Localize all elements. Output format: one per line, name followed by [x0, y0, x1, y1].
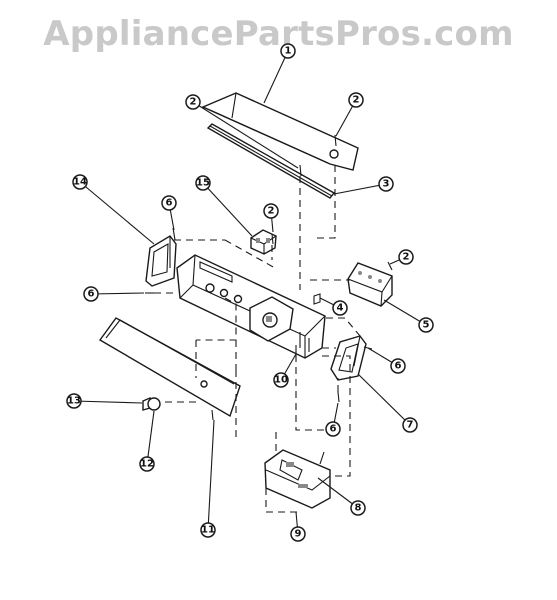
callout-label: 10 [274, 375, 288, 386]
callout-label: 13 [67, 396, 81, 407]
callout-label: 6 [88, 289, 95, 300]
part-console-panel[interactable] [176, 254, 326, 359]
callout-5[interactable]: 5 [418, 317, 434, 333]
callout-label: 2 [190, 97, 197, 108]
callout-13[interactable]: 13 [66, 393, 82, 409]
callout-label: 2 [403, 252, 410, 263]
callout-6[interactable]: 6 [390, 358, 406, 374]
callout-10[interactable]: 10 [273, 372, 289, 388]
callout-3[interactable]: 3 [378, 176, 394, 192]
part-timer-control[interactable] [347, 262, 393, 307]
callout-label: 12 [140, 459, 154, 470]
screw-group [145, 134, 393, 421]
callout-label: 2 [268, 206, 275, 217]
part-front-panel[interactable] [98, 317, 241, 418]
watermark-text: AppliancePartsPros.com [43, 14, 514, 54]
part-trim-strip[interactable] [206, 123, 336, 199]
leader-lines [73, 50, 427, 535]
callout-2[interactable]: 2 [398, 249, 414, 265]
callout-2[interactable]: 2 [348, 92, 364, 108]
callout-label: 3 [383, 179, 390, 190]
part-right-end-cap[interactable] [330, 335, 367, 381]
callout-label: 1 [285, 46, 292, 57]
callout-1[interactable]: 1 [280, 43, 296, 59]
callout-label: 14 [73, 177, 87, 188]
callout-label: 9 [295, 529, 302, 540]
callout-2[interactable]: 2 [185, 94, 201, 110]
callout-6[interactable]: 6 [161, 195, 177, 211]
part-knob[interactable] [142, 396, 161, 411]
callout-6[interactable]: 6 [83, 286, 99, 302]
part-bracket[interactable] [313, 293, 321, 305]
callout-label: 7 [407, 420, 414, 431]
callout-label: 15 [196, 178, 210, 189]
callout-2[interactable]: 2 [263, 203, 279, 219]
callout-label: 2 [353, 95, 360, 106]
callout-label: 6 [395, 361, 402, 372]
callout-14[interactable]: 14 [72, 174, 88, 190]
callout-11[interactable]: 11 [200, 522, 216, 538]
callout-7[interactable]: 7 [402, 417, 418, 433]
part-lower-bracket[interactable] [264, 449, 331, 509]
callout-label: 11 [201, 525, 215, 536]
part-top-cover[interactable] [201, 92, 359, 171]
callout-label: 6 [330, 424, 337, 435]
callout-6[interactable]: 6 [325, 421, 341, 437]
callout-15[interactable]: 15 [195, 175, 211, 191]
callout-label: 5 [423, 320, 430, 331]
callout-label: 8 [355, 503, 362, 514]
callout-label: 6 [166, 198, 173, 209]
part-left-end-cap[interactable] [145, 235, 177, 287]
callout-label: 4 [337, 303, 344, 314]
callout-12[interactable]: 12 [139, 456, 155, 472]
callout-4[interactable]: 4 [332, 300, 348, 316]
callout-9[interactable]: 9 [290, 526, 306, 542]
assembly-lines [154, 165, 361, 513]
callout-8[interactable]: 8 [350, 500, 366, 516]
